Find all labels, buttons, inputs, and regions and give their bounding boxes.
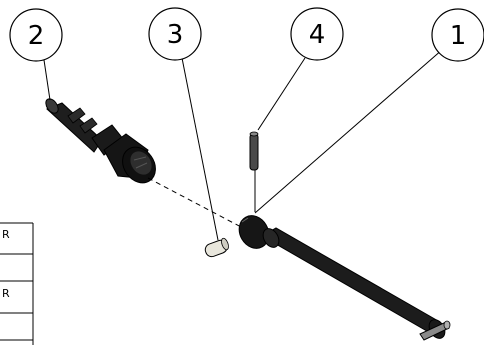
leader-line-1 xyxy=(254,48,444,214)
part-1-driveshaft xyxy=(238,215,451,341)
balloon-label: 1 xyxy=(450,21,467,51)
part-2-drive-cup xyxy=(45,98,156,184)
balloon-4: 4 xyxy=(290,7,344,61)
table-cell-text: R xyxy=(2,287,10,300)
part-3-cross-pin xyxy=(204,237,229,258)
balloon-label: 2 xyxy=(28,21,45,51)
parts-table: R R xyxy=(0,222,34,345)
balloon-2: 2 xyxy=(9,8,63,62)
balloon-1: 1 xyxy=(431,8,484,62)
leader-line-3 xyxy=(181,57,219,241)
balloon-label: 4 xyxy=(309,20,326,50)
balloon-label: 3 xyxy=(167,20,184,50)
balloon-3: 3 xyxy=(148,7,202,61)
part-4-pin xyxy=(249,131,259,171)
explode-line xyxy=(147,177,244,229)
table-cell-text: R xyxy=(2,228,10,241)
leader-line-2 xyxy=(43,59,51,101)
leader-line-4 xyxy=(257,57,306,131)
